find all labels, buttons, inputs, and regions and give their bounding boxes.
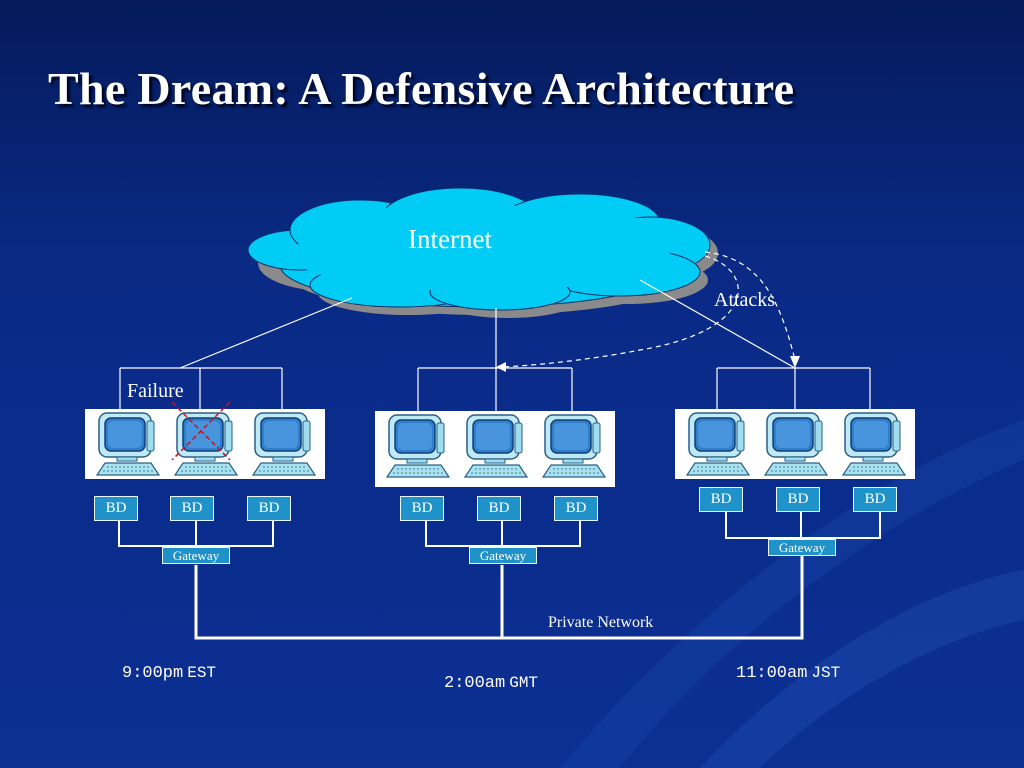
site-3-bd-1: BD <box>699 487 743 512</box>
attack-arrow-head-2 <box>496 362 506 372</box>
site-3-gateway: Gateway <box>768 539 836 556</box>
computer-icon <box>457 413 535 479</box>
attack-arrow-head-1 <box>790 356 800 368</box>
computer-icon <box>379 413 457 479</box>
site-2-time-value: 2:00am <box>444 674 506 693</box>
site-2-bd-1: BD <box>400 496 444 521</box>
site-3-rack <box>675 409 915 479</box>
site-1-hub <box>119 367 283 410</box>
site-1-gateway: Gateway <box>162 547 230 564</box>
site-2-gateway: Gateway <box>469 547 537 564</box>
site-2-bd-3: BD <box>554 496 598 521</box>
slide-title: The Dream: A Defensive Architecture <box>48 63 795 114</box>
site-1-bd-2: BD <box>170 496 214 521</box>
attacks-label: Attacks <box>714 289 776 311</box>
computer-icon <box>757 411 835 477</box>
private-network-bus <box>194 556 804 640</box>
site-3-bd-3: BD <box>853 487 897 512</box>
internet-label: Internet <box>408 224 492 254</box>
site-1-bd-1: BD <box>94 496 138 521</box>
internet-links <box>179 279 796 369</box>
site-3-hub <box>716 367 871 410</box>
site-2-zone: GMT <box>509 674 539 692</box>
computer-icon <box>679 411 757 477</box>
site-1-time-value: 9:00pm <box>122 664 184 683</box>
attack-paths <box>499 251 796 368</box>
failure-label: Failure <box>127 380 184 402</box>
computer-icon <box>535 413 613 479</box>
site-2-hub <box>417 367 573 412</box>
computer-icon <box>89 411 167 477</box>
computer-icon <box>835 411 913 477</box>
site-2-rack <box>375 411 615 487</box>
site-1-zone: EST <box>187 664 217 682</box>
site-3-zone: JST <box>811 664 841 682</box>
computer-icon <box>245 411 323 477</box>
site-2-bd-2: BD <box>477 496 521 521</box>
failure-x-icon <box>171 401 231 461</box>
gateway-buses <box>118 512 881 548</box>
site-3-bd-2: BD <box>776 487 820 512</box>
private-network-label: Private Network <box>548 614 654 631</box>
site-3-time-value: 11:00am <box>736 664 808 683</box>
site-1-bd-3: BD <box>247 496 291 521</box>
